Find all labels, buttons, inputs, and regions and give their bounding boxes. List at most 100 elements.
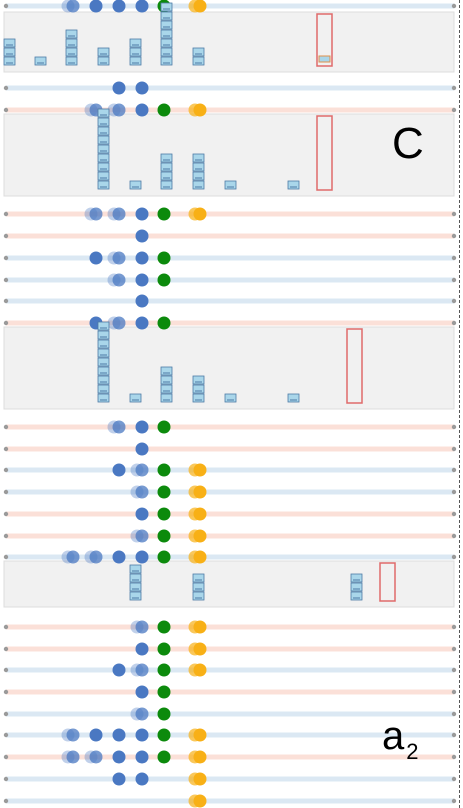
node-blue — [135, 550, 149, 564]
node-blue-double — [135, 663, 149, 677]
stack-glyph — [192, 573, 205, 583]
stack-glyph — [192, 591, 205, 601]
node-orange — [193, 507, 207, 521]
node-blue — [135, 251, 149, 265]
track-start-dot — [3, 85, 9, 91]
node-blue — [135, 81, 149, 95]
track-end-dot — [451, 646, 457, 652]
stack-glyph — [224, 393, 237, 403]
node-blue — [112, 0, 126, 13]
stack-glyph — [192, 180, 205, 190]
node-green — [157, 620, 171, 634]
stack-glyph — [160, 375, 173, 385]
track-start-dot — [3, 732, 9, 738]
track-end-dot — [451, 233, 457, 239]
node-blue-double — [112, 316, 126, 330]
node-blue — [112, 463, 126, 477]
track-start-dot — [3, 320, 9, 326]
panel-box — [3, 560, 455, 608]
stack-glyph — [160, 153, 173, 163]
track-start-dot — [3, 277, 9, 283]
panel-box — [3, 326, 455, 410]
node-blue-double — [89, 207, 103, 221]
track-start-dot — [3, 689, 9, 695]
node-orange — [193, 0, 207, 13]
node-blue — [135, 103, 149, 117]
stack-glyph — [97, 135, 110, 145]
track-start-dot — [3, 446, 9, 452]
stack-glyph — [160, 20, 173, 30]
stack-glyph — [160, 29, 173, 39]
stack-glyph — [97, 375, 110, 385]
stack-glyph — [97, 384, 110, 394]
node-blue — [112, 550, 126, 564]
node-blue-double — [66, 0, 80, 13]
stack-glyph — [97, 144, 110, 154]
node-green — [157, 550, 171, 564]
node-blue-double — [135, 707, 149, 721]
node-blue — [112, 728, 126, 742]
track-start-dot — [3, 624, 9, 630]
stack-glyph — [3, 47, 16, 57]
stack-glyph — [287, 393, 300, 403]
node-blue — [89, 251, 103, 265]
node-blue — [135, 728, 149, 742]
track-end-dot — [451, 277, 457, 283]
track-start-dot — [3, 489, 9, 495]
stack-glyph — [3, 38, 16, 48]
node-blue — [135, 685, 149, 699]
stack-glyph — [160, 47, 173, 57]
alert-outline — [316, 115, 333, 191]
node-blue-double — [112, 103, 126, 117]
panel-label-a2: a2 — [382, 712, 419, 766]
panel-label-a-subscript: 2 — [406, 739, 419, 764]
node-blue — [135, 772, 149, 786]
track-end-dot — [451, 667, 457, 673]
node-blue — [135, 316, 149, 330]
stack-glyph — [65, 38, 78, 48]
node-green — [157, 103, 171, 117]
node-orange — [193, 485, 207, 499]
node-green — [157, 728, 171, 742]
track-end-dot — [451, 467, 457, 473]
node-blue-double — [112, 273, 126, 287]
node-blue — [112, 750, 126, 764]
node-blue — [89, 0, 103, 13]
node-green — [157, 420, 171, 434]
node-orange — [193, 103, 207, 117]
node-orange — [193, 642, 207, 656]
node-blue-double — [135, 485, 149, 499]
stack-glyph — [65, 29, 78, 39]
node-blue — [135, 642, 149, 656]
stack-glyph — [97, 47, 110, 57]
stack-glyph — [97, 126, 110, 136]
node-blue-double — [135, 620, 149, 634]
stack-glyph — [160, 171, 173, 181]
node-blue-double — [135, 529, 149, 543]
track-end-dot — [451, 424, 457, 430]
stack-glyph — [97, 357, 110, 367]
stack-glyph — [97, 117, 110, 127]
alert-outline — [346, 328, 363, 404]
alert-outline — [316, 13, 333, 67]
track-start-dot — [3, 798, 9, 804]
node-green — [157, 463, 171, 477]
track-end-dot — [451, 446, 457, 452]
track-end-dot — [451, 533, 457, 539]
stack-glyph — [192, 375, 205, 385]
node-orange — [193, 772, 207, 786]
stack-glyph — [129, 393, 142, 403]
stack-glyph — [97, 321, 110, 331]
stack-glyph — [192, 56, 205, 66]
node-blue — [112, 81, 126, 95]
stack-glyph — [97, 330, 110, 340]
stack-glyph — [3, 56, 16, 66]
track-end-dot — [451, 85, 457, 91]
node-orange — [193, 207, 207, 221]
track-start-dot — [3, 298, 9, 304]
track-start-dot — [3, 211, 9, 217]
track-end-dot — [451, 211, 457, 217]
node-green — [157, 316, 171, 330]
track-start-dot — [3, 711, 9, 717]
